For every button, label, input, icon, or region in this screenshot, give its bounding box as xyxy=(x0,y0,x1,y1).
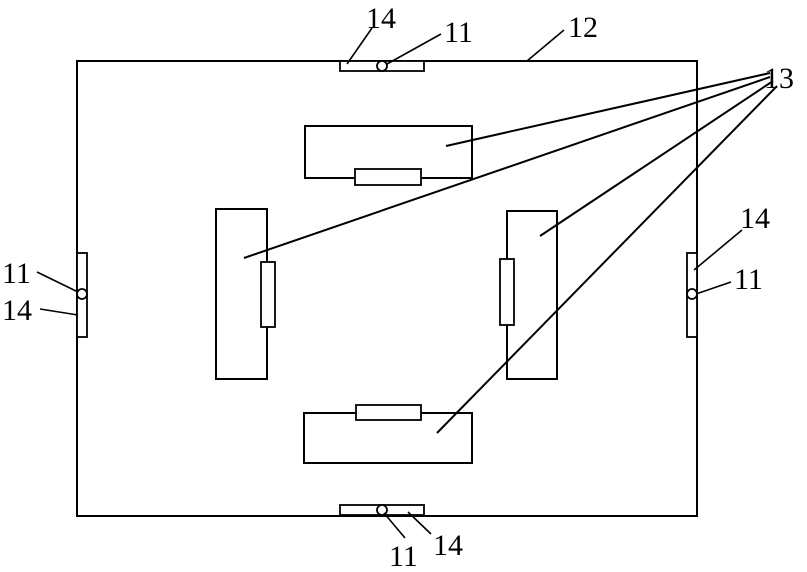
label-14-top: 14 xyxy=(366,2,396,35)
leader-11-left xyxy=(37,272,78,292)
leader-14-left xyxy=(40,309,78,315)
leader-12 xyxy=(527,30,564,61)
block-left xyxy=(216,209,267,379)
block-left-tab xyxy=(261,262,275,327)
dot-right xyxy=(687,289,697,299)
label-11-bottom: 11 xyxy=(389,540,418,572)
dot-bottom xyxy=(377,505,387,515)
label-14-right: 14 xyxy=(740,202,770,235)
dot-top xyxy=(377,61,387,71)
label-11-top: 11 xyxy=(444,16,473,49)
block-right-tab xyxy=(500,259,514,325)
block-bottom-tab xyxy=(356,405,421,420)
label-12: 12 xyxy=(568,11,598,44)
dot-left xyxy=(77,289,87,299)
label-14-bottom: 14 xyxy=(433,529,463,562)
label-13: 13 xyxy=(764,62,794,95)
block-top-tab xyxy=(355,169,421,185)
label-11-right: 11 xyxy=(734,263,763,296)
label-14-left: 14 xyxy=(2,294,32,327)
label-11-left: 11 xyxy=(2,257,31,290)
leader-11-top xyxy=(387,34,441,64)
leader-11-right xyxy=(696,282,731,294)
